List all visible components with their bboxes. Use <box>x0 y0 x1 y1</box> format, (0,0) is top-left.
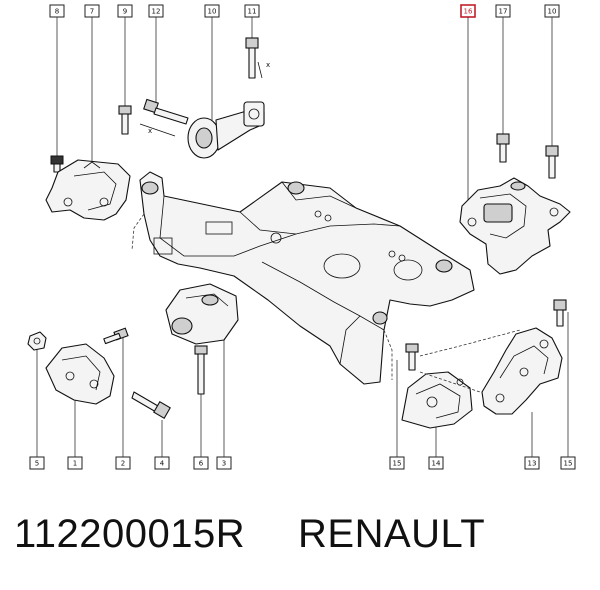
leader-lines <box>36 17 569 457</box>
callout-9: 9 <box>117 4 133 18</box>
part-1-bracket <box>45 343 115 405</box>
callout-5: 5 <box>29 456 45 470</box>
part-2-bolt <box>103 327 129 345</box>
callout-11: 11 <box>244 4 260 18</box>
svg-text:4: 4 <box>160 460 165 468</box>
callout-6: 6 <box>193 456 209 470</box>
svg-text:12: 12 <box>152 8 161 16</box>
svg-text:15: 15 <box>564 460 573 468</box>
svg-text:14: 14 <box>432 460 441 468</box>
part-7-bracket <box>45 159 131 221</box>
part-9-bolt <box>118 105 132 135</box>
svg-text:10: 10 <box>548 8 557 16</box>
svg-text:16: 16 <box>464 8 473 16</box>
connection-dashes <box>419 329 521 393</box>
callout-8: 8 <box>49 4 65 18</box>
svg-text:15: 15 <box>393 460 402 468</box>
svg-text:5: 5 <box>35 460 39 468</box>
brand-name: RENAULT <box>298 512 486 556</box>
part-11-bolt <box>245 37 259 79</box>
part-15-bolt-left <box>405 343 419 371</box>
svg-text:13: 13 <box>528 460 537 468</box>
callout-12: 12 <box>148 4 164 18</box>
part-5-nut <box>27 331 47 351</box>
svg-text:7: 7 <box>90 8 94 16</box>
callout-15-right: 15 <box>560 456 576 470</box>
exploded-parts-diagram: 8 7 9 12 10 11 16 17 10 5 1 2 <box>27 4 576 470</box>
callout-2: 2 <box>115 456 131 470</box>
svg-text:11: 11 <box>248 8 257 16</box>
callout-4: 4 <box>154 456 170 470</box>
callout-3: 3 <box>216 456 232 470</box>
part-6-bolt <box>194 345 208 395</box>
svg-text:2: 2 <box>121 460 125 468</box>
callout-16-highlighted: 16 <box>460 4 476 18</box>
callout-14: 14 <box>428 456 444 470</box>
callout-10-right: 10 <box>544 4 560 18</box>
svg-text:3: 3 <box>222 460 226 468</box>
callout-13: 13 <box>524 456 540 470</box>
caption: 112200015R RENAULT <box>0 512 600 572</box>
part-16-gearbox-mount <box>459 177 571 275</box>
subframe <box>131 171 475 385</box>
part-8-bolt <box>50 155 64 173</box>
dimension-marks: x x <box>139 61 270 137</box>
callout-7: 7 <box>84 4 100 18</box>
part-13-bracket <box>481 327 563 415</box>
part-14-bracket <box>401 371 473 429</box>
part-4-bolt <box>131 391 171 419</box>
svg-text:1: 1 <box>73 460 77 468</box>
part-17-bolt <box>496 133 510 163</box>
svg-text:6: 6 <box>199 460 204 468</box>
part-3-engine-mount <box>165 283 239 345</box>
svg-text:9: 9 <box>123 8 127 16</box>
svg-text:x: x <box>266 61 270 69</box>
svg-text:8: 8 <box>55 8 59 16</box>
part-10-torque-rod <box>187 101 265 159</box>
svg-text:17: 17 <box>499 8 508 16</box>
callout-17: 17 <box>495 4 511 18</box>
svg-text:x: x <box>148 127 152 135</box>
part-10-bolt-right <box>545 145 559 179</box>
part-12-bolt <box>143 98 189 125</box>
part-number: 112200015R <box>14 512 246 556</box>
svg-text:10: 10 <box>208 8 217 16</box>
callout-15-left: 15 <box>389 456 405 470</box>
part-15-bolt-right <box>553 299 567 327</box>
callout-1: 1 <box>67 456 83 470</box>
callout-10-left: 10 <box>204 4 220 18</box>
